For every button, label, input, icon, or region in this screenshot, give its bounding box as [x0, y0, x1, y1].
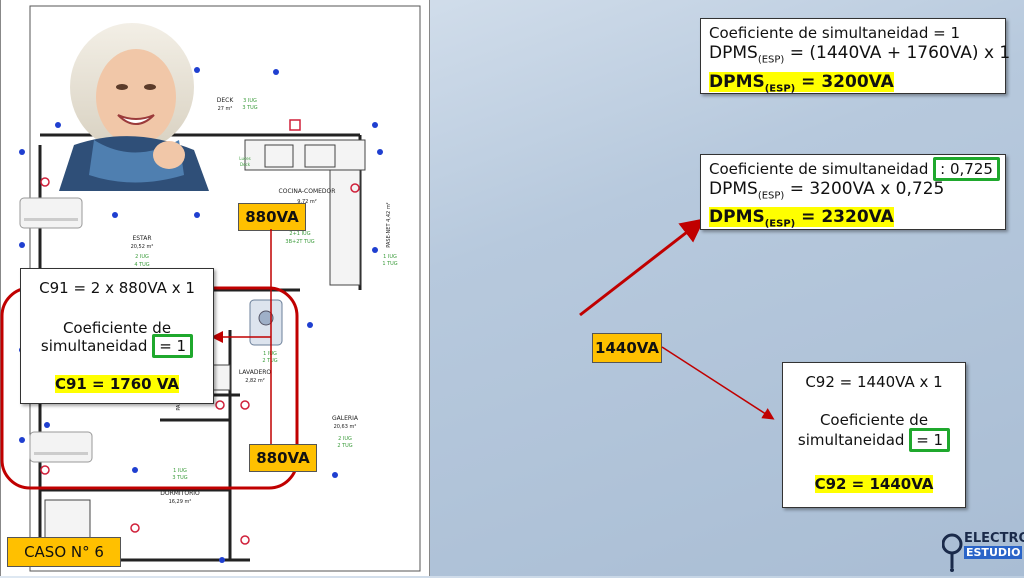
ac-bottom-power-tag: 880VA [249, 444, 317, 472]
c92-calculation-box: C92 = 1440VA x 1 Coeficiente de simultan… [782, 362, 966, 508]
c91-result-row: C91 = 1760 VA [21, 375, 213, 393]
dpms1-result-line: DPMS(ESP) = 3200VA [709, 72, 997, 99]
dpms2-result-symbol: DPMS [709, 207, 765, 228]
dpms-total-box: Coeficiente de simultaneidad = 1 DPMS(ES… [700, 18, 1010, 95]
dpms1-formula-symbol: DPMS [709, 43, 758, 63]
dpms1-result-value: = 3200VA [795, 72, 894, 93]
c92-result-row: C92 = 1440VA [783, 475, 965, 493]
svg-text:1 IUG: 1 IUG [263, 351, 277, 357]
dpms1-result-symbol: DPMS [709, 72, 765, 93]
c92-coef-row: simultaneidad = 1 [783, 428, 965, 452]
c92-coef-label-1: Coeficiente de [819, 411, 929, 429]
dpms2-formula-line: DPMS(ESP) = 3200VA x 0,725 [709, 179, 997, 206]
svg-text:2 TUG: 2 TUG [337, 443, 352, 449]
c91-coef-label-2: simultaneidad [40, 337, 148, 355]
dpms2-result-value: = 2320VA [795, 207, 894, 228]
svg-text:2+1 IUG: 2+1 IUG [289, 231, 310, 237]
svg-text:4 TUG: 4 TUG [134, 262, 149, 268]
c91-formula: C91 = 2 x 880VA x 1 [39, 279, 195, 297]
c91-result: C91 = 1760 VA [54, 375, 180, 393]
svg-text:DECK: DECK [217, 97, 235, 104]
electro-estudio-logo: ELECTRO ESTUDIO [941, 524, 1024, 574]
svg-text:DORMITORIO: DORMITORIO [160, 490, 200, 497]
svg-text:3B+2T TUG: 3B+2T TUG [285, 239, 314, 245]
c92-coef-value: = 1 [909, 428, 951, 452]
svg-text:1 IUG: 1 IUG [383, 254, 397, 260]
dpms-reduced-box: Coeficiente de simultaneidad : 0,725 DPM… [700, 154, 1006, 230]
svg-text:3 IUG: 3 IUG [243, 98, 257, 104]
svg-text:3 TUG: 3 TUG [172, 475, 187, 481]
ac-top-power-tag: 880VA [238, 203, 306, 231]
dpms1-coef-line: Coeficiente de simultaneidad = 1 [709, 24, 961, 42]
woman-avatar-illustration [44, 15, 220, 191]
svg-text:1 TUG: 1 TUG [382, 261, 397, 267]
svg-text:20,63 m²: 20,63 m² [334, 424, 357, 430]
dpms1-formula-sub: (ESP) [757, 54, 785, 66]
dpms2-result-line: DPMS(ESP) = 2320VA [709, 207, 997, 234]
svg-text:16,29 m²: 16,29 m² [169, 499, 192, 505]
logo-text-2: ESTUDIO [964, 546, 1023, 559]
c92-coef-label-2: simultaneidad [797, 431, 905, 449]
svg-text:2 TUG: 2 TUG [262, 358, 277, 364]
c91-coef-value: = 1 [152, 334, 194, 358]
c92-formula: C92 = 1440VA x 1 [805, 373, 943, 391]
svg-text:COCINA-COMEDOR: COCINA-COMEDOR [279, 188, 336, 195]
c91-coef-row: simultaneidad = 1 [21, 334, 213, 358]
svg-text:2 IUG: 2 IUG [338, 436, 352, 442]
svg-text:1 IUG: 1 IUG [173, 468, 187, 474]
dpms2-coef-label: Coeficiente de simultaneidad [709, 160, 929, 178]
svg-text:Luces: Luces [239, 156, 250, 161]
svg-text:2,82 m²: 2,82 m² [245, 378, 265, 384]
dpms2-formula-symbol: DPMS [709, 179, 758, 199]
dpms2-coef-line: Coeficiente de simultaneidad : 0,725 [709, 157, 1000, 181]
svg-text:GALERIA: GALERIA [332, 415, 359, 422]
svg-text:20,52 m²: 20,52 m² [131, 244, 154, 250]
c91-calculation-box: C91 = 2 x 880VA x 1 Coeficiente de simul… [20, 268, 214, 404]
svg-text:Deck: Deck [240, 162, 251, 167]
svg-text:2 IUG: 2 IUG [135, 254, 149, 260]
dpms1-result-sub: (ESP) [764, 83, 796, 95]
svg-text:27 m²: 27 m² [218, 106, 233, 112]
c91-coef-label-1: Coeficiente de [62, 319, 172, 337]
c92-result: C92 = 1440VA [814, 475, 934, 493]
dpms2-coef-value: : 0,725 [933, 157, 1000, 181]
dpms2-formula-sub: (ESP) [757, 190, 785, 202]
logo-text-1: ELECTRO [964, 531, 1024, 546]
svg-text:ESTAR: ESTAR [132, 235, 151, 242]
svg-text:LAVADERO: LAVADERO [239, 369, 272, 376]
dpms1-formula-expr: = (1440VA + 1760VA) x 1 [784, 43, 1011, 63]
case-label: CASO N° 6 [7, 537, 121, 567]
dpms2-formula-expr: = 3200VA x 0,725 [784, 179, 945, 199]
dpms2-result-sub: (ESP) [764, 218, 796, 230]
svg-text:PASE-NET 4,42 m²: PASE-NET 4,42 m² [386, 202, 392, 247]
svg-text:9,72 m²: 9,72 m² [297, 199, 317, 205]
svg-text:3 TUG: 3 TUG [242, 105, 257, 111]
dpms1-formula-line: DPMS(ESP) = (1440VA + 1760VA) x 1 [709, 43, 1010, 70]
heater-power-tag: 1440VA [592, 333, 662, 363]
